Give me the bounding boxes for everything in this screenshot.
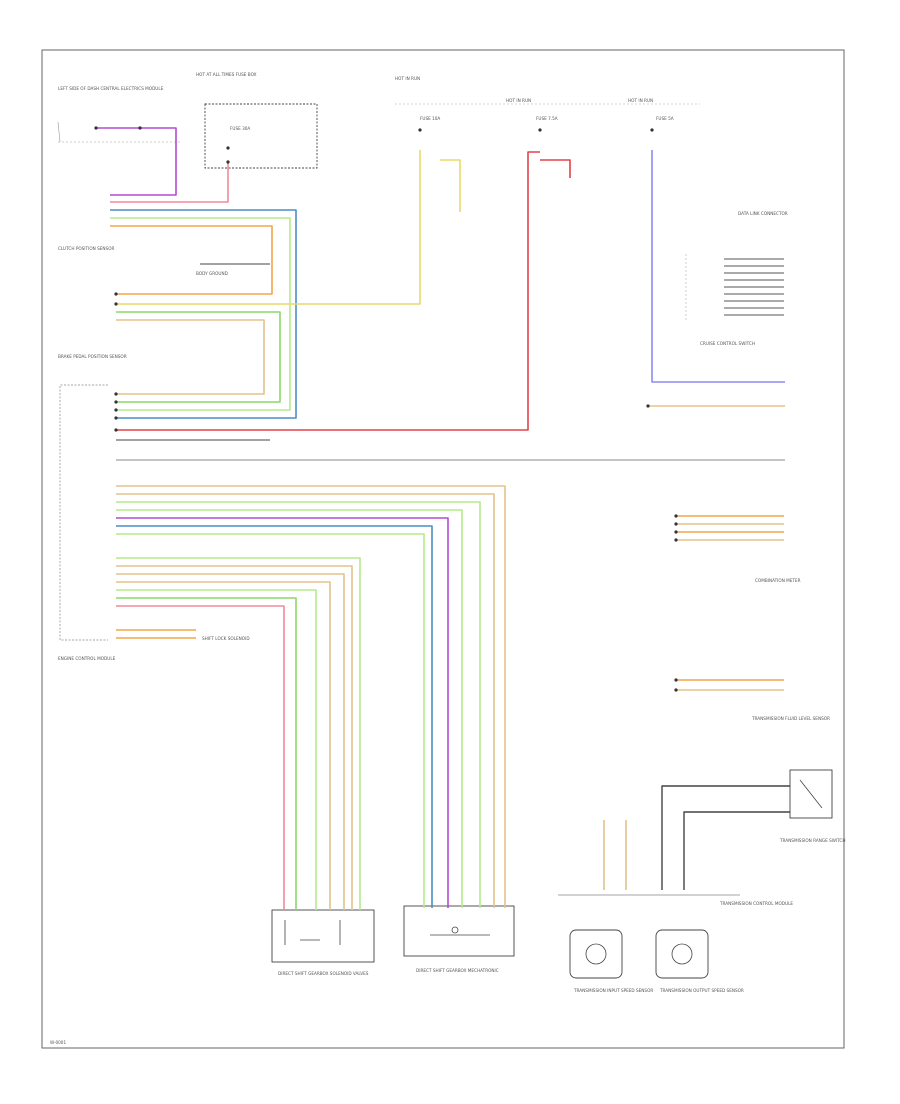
level-sensor-label: TRANSMISSION FLUID LEVEL SENSOR (751, 716, 830, 721)
wire-7 (116, 150, 421, 305)
fuse-b-label: FUSE 10A (420, 116, 440, 121)
wire-1 (96, 127, 177, 196)
wire-8 (440, 159, 461, 212)
wire-29 (116, 597, 297, 910)
wire-26 (116, 573, 345, 910)
brake-pedal-label: BRAKE PEDAL POSITION SENSOR (58, 354, 127, 359)
ecm-label: ENGINE CONTROL MODULE (58, 656, 116, 661)
hot-run-3: HOT IN RUN (628, 98, 653, 103)
terminal-63 (646, 404, 650, 408)
input-speed-label: TRANSMISSION INPUT SPEED SENSOR (573, 988, 653, 993)
hot-run-2: HOT IN RUN (506, 98, 531, 103)
wire-24 (116, 557, 361, 910)
wire-5 (110, 225, 273, 295)
terminal-50 (114, 292, 118, 296)
fuse-a-label: FUSE 30A (230, 126, 250, 131)
wire-3 (110, 209, 297, 419)
ecm-bracket (59, 384, 108, 641)
wire-25 (116, 565, 353, 910)
central-electrics-module: LEFT SIDE OF DASH CENTRAL ELECTRICS MODU… (57, 86, 180, 143)
wire-20 (116, 509, 463, 908)
terminal-46 (226, 160, 230, 164)
wire-27 (116, 581, 331, 910)
terminal-47 (418, 128, 422, 132)
terminal-59 (674, 530, 678, 534)
terminal-43 (94, 126, 98, 130)
terminal-44 (138, 126, 142, 130)
data-link-connector (685, 254, 784, 320)
solenoid-b-label: DIRECT SHIFT GEARBOX MECHATRONIC (416, 968, 499, 973)
wire-23 (116, 533, 425, 908)
terminal-58 (674, 522, 678, 526)
solenoid-a-label: DIRECT SHIFT GEARBOX SOLENOID VALVES (278, 971, 369, 976)
terminal-48 (538, 128, 542, 132)
terminal-62 (674, 688, 678, 692)
combination-label: COMBINATION METER (755, 578, 801, 583)
terminal-45 (226, 146, 230, 150)
wire-2 (110, 162, 229, 203)
wire-30 (116, 605, 285, 910)
solenoid-block-b: DIRECT SHIFT GEARBOX MECHATRONIC (403, 905, 515, 973)
wire-19 (116, 501, 481, 908)
data-link-label: DATA LINK CONNECTOR (738, 211, 788, 216)
terminal-61 (674, 678, 678, 682)
wire-12 (540, 159, 571, 178)
wire-18 (116, 493, 495, 908)
terminal-49 (650, 128, 654, 132)
diagram-frame (41, 49, 845, 1049)
cruise-ctrl-label: CRUISE CONTROL SWITCH (700, 341, 755, 346)
wire-11 (116, 151, 540, 431)
wire-28 (116, 589, 317, 910)
terminal-54 (114, 408, 118, 412)
wire-9 (116, 311, 281, 403)
terminal-55 (114, 416, 118, 420)
terminal-52 (114, 392, 118, 396)
wire-4 (110, 217, 291, 411)
cem-label: LEFT SIDE OF DASH CENTRAL ELECTRICS MODU… (58, 86, 164, 91)
fuse-box-label: HOT AT ALL TIMES FUSE BOX (196, 72, 257, 77)
fuse-c-label: FUSE 7.5A (536, 116, 558, 121)
speed-sensors: TRANSMISSION INPUT SPEED SENSOR TRANSMIS… (558, 894, 744, 993)
hot-run-1: HOT IN RUN (395, 76, 420, 81)
wire-22 (116, 525, 433, 908)
wire-21 (116, 517, 449, 908)
trans-range-switch (789, 769, 833, 819)
wire-41 (661, 785, 790, 890)
wire-42 (683, 811, 790, 890)
terminal-57 (674, 514, 678, 518)
page-code: W-0001 (50, 1040, 66, 1045)
output-speed-label: TRANSMISSION OUTPUT SPEED SENSOR (659, 988, 744, 993)
fuse-box: HOT AT ALL TIMES FUSE BOX FUSE 30A (196, 72, 318, 169)
terminal-56 (114, 428, 118, 432)
wire-17 (116, 485, 506, 908)
clutch-sensor-label: CLUTCH POSITION SENSOR (58, 246, 114, 251)
body-ground-label: BODY GROUND (196, 271, 228, 276)
tcm-label: TRANSMISSION CONTROL MODULE (719, 901, 793, 906)
terminal-60 (674, 538, 678, 542)
terminal-53 (114, 400, 118, 404)
trans-range-label: TRANSMISSION RANGE SWITCH (779, 838, 846, 843)
shift-lock-label: SHIFT LOCK SOLENOID (202, 636, 250, 641)
terminal-51 (114, 302, 118, 306)
fuse-d-label: FUSE 5A (656, 116, 674, 121)
solenoid-block-a: DIRECT SHIFT GEARBOX SOLENOID VALVES (271, 909, 375, 976)
wire-10 (116, 319, 265, 395)
wire-13 (651, 150, 785, 383)
wires (94, 126, 790, 910)
